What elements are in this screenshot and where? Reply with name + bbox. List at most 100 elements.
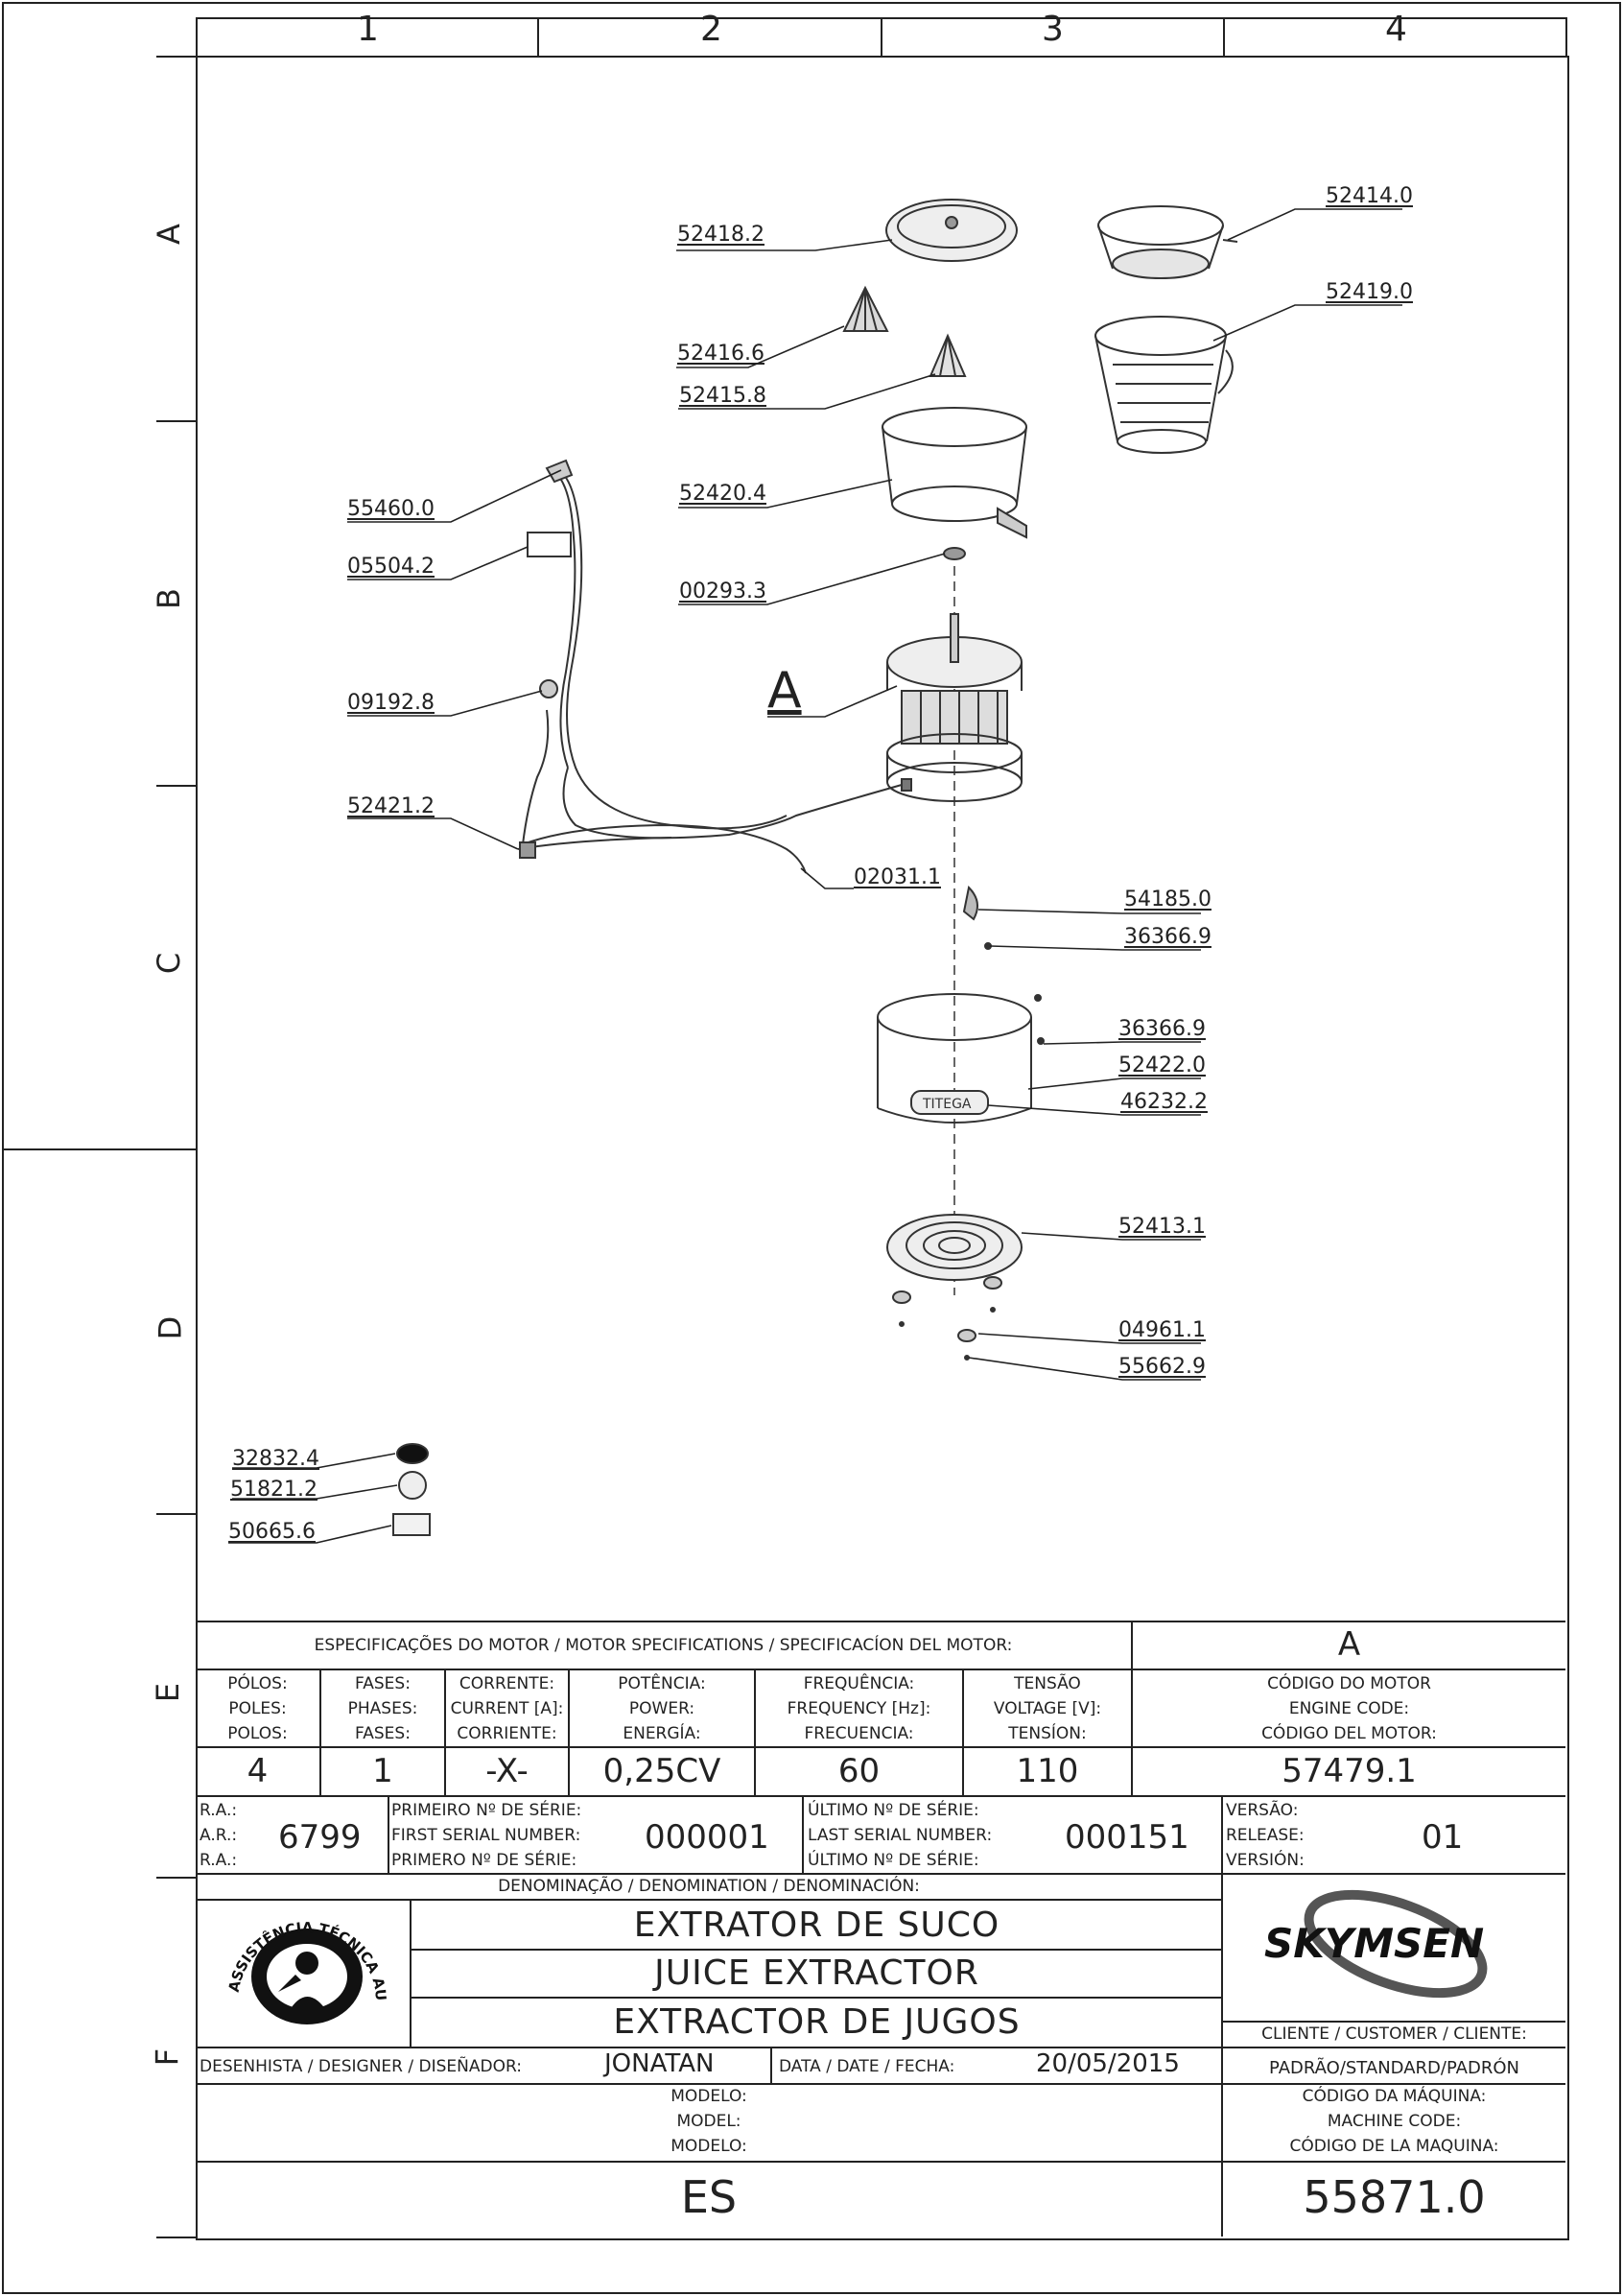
release-value: 01 bbox=[1422, 1818, 1464, 1857]
part-label-36366-a: 36366.9 bbox=[1124, 925, 1211, 949]
column-divider bbox=[196, 17, 198, 56]
bracket-part bbox=[962, 885, 978, 921]
column-divider bbox=[537, 17, 539, 56]
part-label-36366-b: 36366.9 bbox=[1118, 1017, 1206, 1041]
large-cone-part bbox=[842, 285, 889, 332]
part-label-09192: 09192.8 bbox=[347, 691, 435, 715]
assembly-label-a: A bbox=[767, 662, 802, 720]
motor-assembly-part bbox=[886, 613, 1023, 802]
part-label-52422: 52422.0 bbox=[1118, 1053, 1206, 1077]
denom-right-divider bbox=[1221, 1873, 1223, 2237]
part-label-46232: 46232.2 bbox=[1120, 1090, 1208, 1114]
frequency-label: FREQUÊNCIA:FREQUENCY [Hz]:FRECUENCIA: bbox=[787, 1674, 931, 1743]
motor-assembly-ref: A bbox=[1337, 1625, 1361, 1664]
brand-plate-text: TITEGA bbox=[922, 1097, 972, 1112]
power-value: 0,25CV bbox=[602, 1752, 721, 1790]
part-label-04961: 04961.1 bbox=[1118, 1318, 1206, 1342]
serial-col-divider bbox=[388, 1797, 389, 1873]
wiring-harness bbox=[517, 469, 903, 874]
part-label-55662: 55662.9 bbox=[1118, 1355, 1206, 1379]
power-label: POTÊNCIA:POWER:ENERGÍA: bbox=[618, 1674, 706, 1743]
authorized-service-seal: ASSISTÊNCIA TÉCNICA AUTORIZADA bbox=[221, 1905, 389, 2024]
designer-divider bbox=[770, 2047, 772, 2085]
label-sticker-part bbox=[396, 1443, 429, 1464]
last-serial-value: 000151 bbox=[1065, 1818, 1189, 1857]
engine-code-value: 57479.1 bbox=[1282, 1752, 1417, 1790]
denomination-en: JUICE EXTRACTOR bbox=[654, 1953, 979, 1993]
exploded-view: TITEGA bbox=[228, 199, 1402, 1544]
drawing-border bbox=[196, 56, 1569, 2240]
poles-label: PÓLOS:POLES:POLOS: bbox=[227, 1674, 288, 1743]
connector-part bbox=[519, 841, 536, 859]
row-tick bbox=[156, 420, 196, 422]
machine-code-value: 55871.0 bbox=[1303, 2171, 1486, 2223]
row-label-e: E bbox=[150, 1682, 187, 1703]
part-label-50665: 50665.6 bbox=[228, 1520, 316, 1544]
denom-left-divider bbox=[410, 1901, 412, 2047]
serial-row-divider bbox=[196, 1873, 1565, 1875]
column-label-4: 4 bbox=[1385, 10, 1407, 49]
serial-col-divider bbox=[802, 1797, 804, 1873]
foot-part bbox=[892, 1276, 1002, 1361]
last-serial-label: ÚLTIMO Nº DE SÉRIE:LAST SERIAL NUMBER:ÚL… bbox=[808, 1801, 993, 1870]
frequency-value: 60 bbox=[837, 1752, 881, 1790]
title-block bbox=[196, 1621, 1565, 2238]
row-tick bbox=[156, 1513, 196, 1515]
row-tick bbox=[156, 785, 196, 787]
customer-line bbox=[1223, 2021, 1565, 2023]
current-value: -X- bbox=[485, 1752, 529, 1790]
designer-row-line bbox=[196, 2083, 1565, 2085]
row-tick bbox=[156, 1877, 196, 1879]
capacitor-part bbox=[527, 532, 572, 557]
row-label-f: F bbox=[149, 2047, 186, 2067]
grille-part bbox=[886, 1214, 1023, 1281]
column-divider bbox=[1565, 17, 1567, 56]
row-tick bbox=[156, 2237, 196, 2238]
denomination-header: DENOMINAÇÃO / DENOMINATION / DENOMINACIÓ… bbox=[498, 1877, 920, 1896]
part-label-52421: 52421.2 bbox=[347, 794, 435, 818]
strainer-part bbox=[1097, 205, 1238, 279]
customer-value: PADRÃO/STANDARD/PADRÓN bbox=[1269, 2058, 1519, 2078]
first-serial-label: PRIMEIRO Nº DE SÉRIE:FIRST SERIAL NUMBER… bbox=[391, 1801, 582, 1870]
phases-value: 1 bbox=[372, 1752, 393, 1790]
row-tick bbox=[156, 56, 196, 58]
spec-col-divider bbox=[319, 1669, 321, 1795]
motor-header-divider bbox=[1131, 1621, 1133, 1795]
denom-line bbox=[196, 2047, 1565, 2048]
date-value: 20/05/2015 bbox=[1036, 2049, 1180, 2078]
model-value: ES bbox=[680, 2171, 738, 2223]
denom-header-line bbox=[196, 1899, 1222, 1901]
machine-code-label: CÓDIGO DA MÁQUINA:MACHINE CODE:CÓDIGO DE… bbox=[1289, 2087, 1499, 2156]
part-label-52413: 52413.1 bbox=[1118, 1215, 1206, 1239]
bowl-part bbox=[882, 407, 1027, 539]
jug-part bbox=[1094, 316, 1234, 454]
small-cone-part bbox=[929, 333, 967, 377]
column-label-1: 1 bbox=[357, 10, 379, 49]
part-label-05504: 05504.2 bbox=[347, 555, 435, 579]
lid-part bbox=[885, 199, 1018, 262]
part-label-52414: 52414.0 bbox=[1326, 184, 1413, 208]
date-label: DATA / DATE / FECHA: bbox=[779, 2057, 955, 2076]
washer-part bbox=[943, 547, 966, 560]
ra-value: 6799 bbox=[278, 1818, 362, 1857]
part-label-55460: 55460.0 bbox=[347, 497, 435, 521]
column-divider bbox=[881, 17, 882, 56]
part-label-52420: 52420.4 bbox=[679, 482, 766, 506]
part-label-00293: 00293.3 bbox=[679, 580, 766, 604]
current-label: CORRENTE:CURRENT [A]:CORRIENTE: bbox=[450, 1674, 564, 1743]
switch-part bbox=[539, 679, 558, 698]
part-label-32832: 32832.4 bbox=[232, 1447, 319, 1471]
brand-logo-text: SKYMSEN bbox=[1264, 1920, 1484, 1967]
housing-part bbox=[877, 993, 1032, 1124]
spec-row-divider bbox=[196, 1746, 1565, 1748]
column-divider bbox=[1223, 17, 1225, 56]
tag-sticker-part bbox=[392, 1513, 431, 1536]
spec-col-divider bbox=[962, 1669, 964, 1795]
model-label: MODELO:MODEL:MODELO: bbox=[670, 2087, 747, 2156]
first-serial-value: 000001 bbox=[645, 1818, 769, 1857]
spec-col-divider bbox=[568, 1669, 570, 1795]
part-label-52415: 52415.8 bbox=[679, 384, 766, 408]
row-tick bbox=[2, 1148, 196, 1150]
